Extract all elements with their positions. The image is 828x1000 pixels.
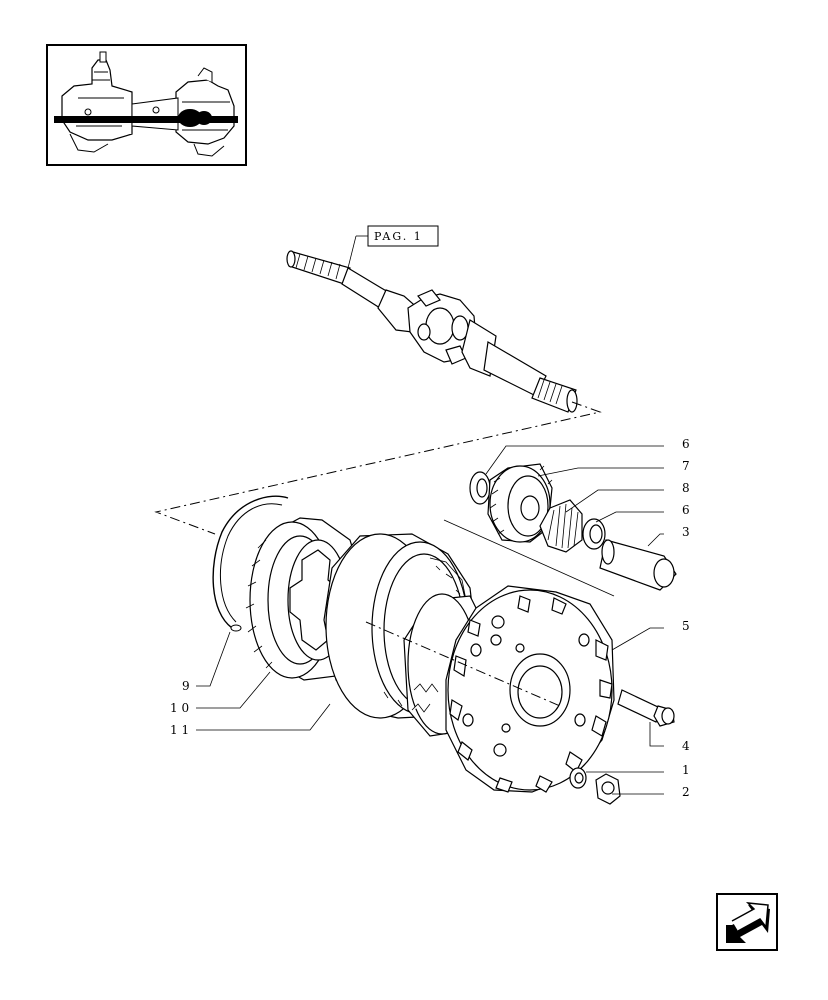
- page-reference-label: PAG. 1: [374, 230, 423, 243]
- part-label-2: 2: [682, 785, 690, 799]
- part-label-5: 5: [682, 619, 690, 633]
- part-label-4: 4: [682, 739, 690, 753]
- part-label-7: 7: [682, 459, 690, 473]
- axle-overview-thumbnail: [46, 44, 247, 166]
- part-label-6-lower: 6: [682, 503, 690, 517]
- ring-gear-carrier: [245, 517, 363, 681]
- axle-assembly-overview-icon: [54, 51, 238, 157]
- axle-shaft-drawing: [286, 250, 578, 413]
- previous-page-arrow-icon: [726, 902, 770, 943]
- part-label-8: 8: [682, 481, 690, 495]
- planet-gear-group: [469, 463, 677, 591]
- hub-centerline: [365, 621, 561, 707]
- previous-page-button[interactable]: [716, 893, 778, 951]
- part-label-11: 1 1: [170, 723, 189, 737]
- page-reference: PAG. 1: [347, 225, 439, 269]
- fasteners: [569, 689, 675, 805]
- alignment-line: [154, 401, 602, 535]
- snap-ring: [212, 495, 289, 629]
- planet-carrier-hub: [403, 585, 615, 793]
- part-label-10: 1 0: [170, 701, 189, 715]
- part-label-1: 1: [682, 763, 690, 777]
- part-label-3: 3: [682, 525, 690, 539]
- part-label-9: 9: [182, 679, 190, 693]
- part-label-6-upper: 6: [682, 437, 690, 451]
- leader-lines: [196, 445, 664, 795]
